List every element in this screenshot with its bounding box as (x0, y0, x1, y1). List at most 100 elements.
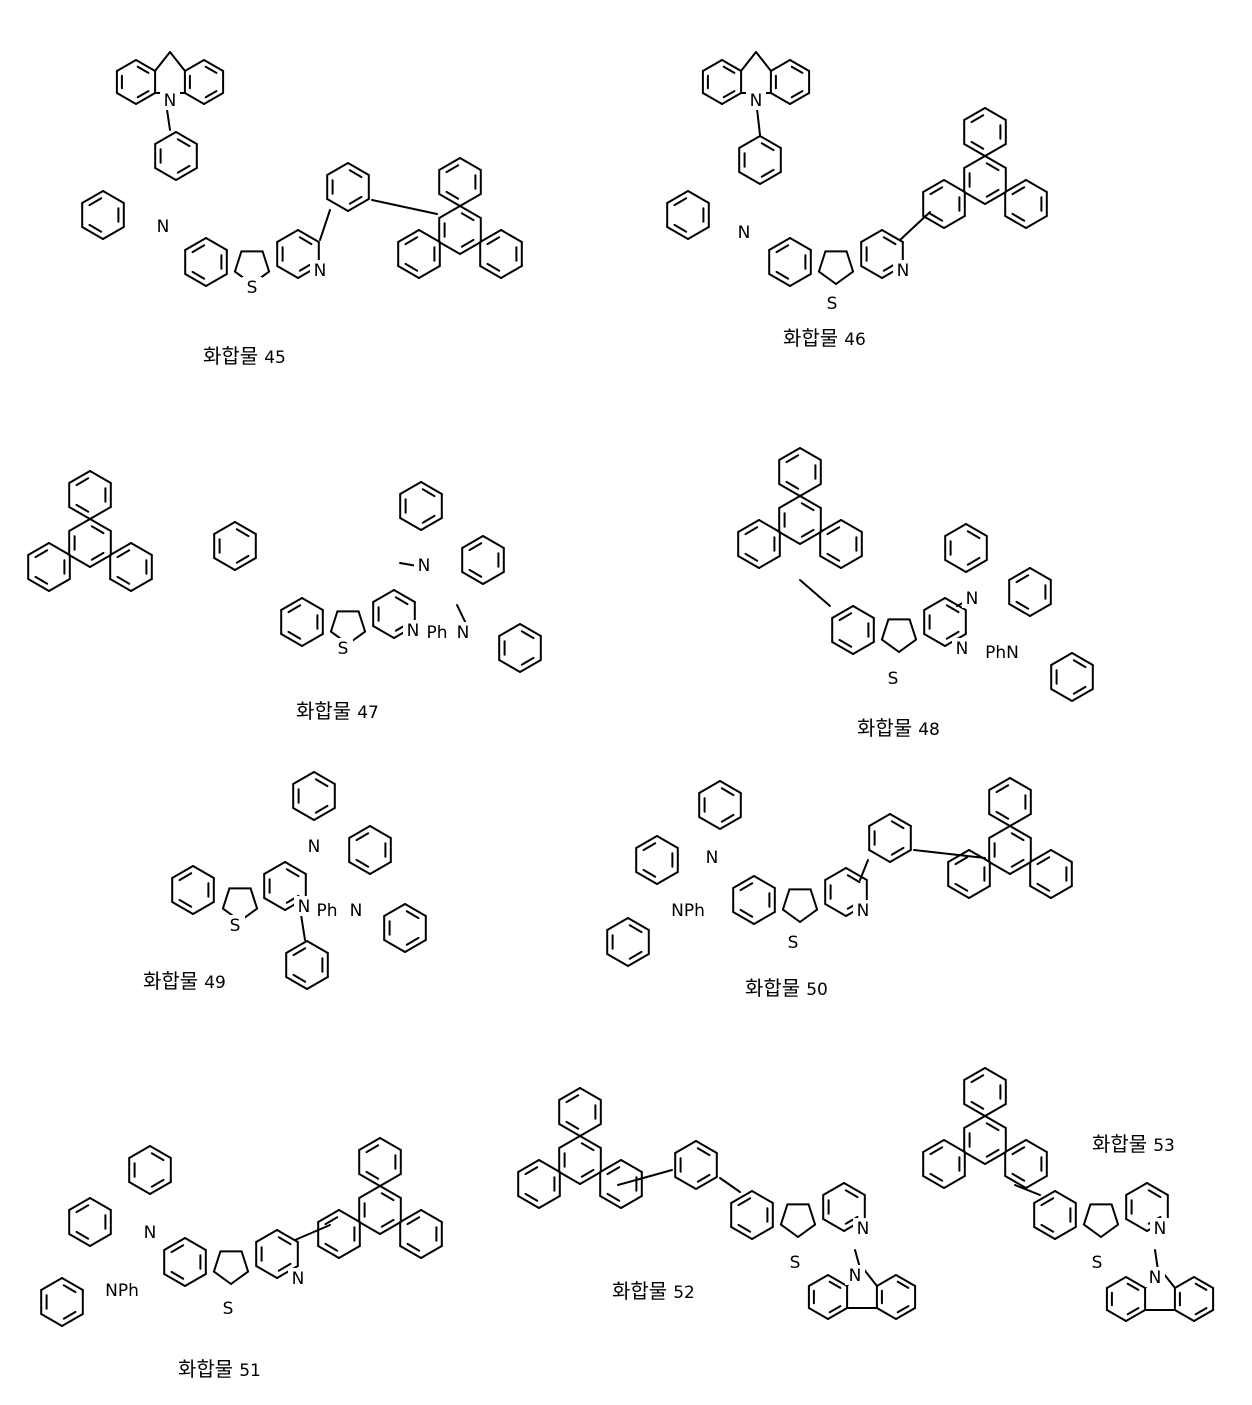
double-bond (77, 1205, 89, 1212)
double-bond (237, 529, 249, 536)
double-bond (1038, 857, 1050, 864)
double-bond (1074, 687, 1086, 694)
indolocarbazole-51 (129, 1182, 150, 1194)
carbazole-52 (877, 1275, 896, 1286)
carbazole-52 (896, 1308, 915, 1319)
double-bond (36, 577, 48, 584)
triphenylene-48 (759, 556, 780, 568)
compound-number: 47 (357, 703, 379, 723)
atom-n-47a: N (418, 556, 431, 576)
double-bond (787, 455, 799, 462)
indolocarbazole-50 (636, 872, 657, 884)
triphenylene-46 (964, 156, 985, 168)
double-bond (289, 632, 301, 639)
carbazole-45-top (204, 93, 223, 104)
indolocarbazole-48 (1051, 653, 1072, 665)
carbazole-52 (809, 1308, 828, 1319)
triphenylene-52 (559, 1124, 580, 1136)
core-53 (1055, 1227, 1076, 1239)
indolocarbazole-50 (607, 918, 628, 930)
indolocarbazole-51 (69, 1198, 90, 1210)
atom-ph-47: Ph (426, 623, 447, 643)
atom-n-47c: N (457, 623, 470, 643)
double-bond (724, 91, 735, 97)
triphenylene-48 (820, 520, 841, 532)
double-bond (64, 1312, 76, 1319)
benzothiophene-49 (172, 866, 193, 878)
carbazole-52 (828, 1308, 847, 1319)
ring-46 (739, 136, 760, 148)
double-bond (762, 170, 774, 177)
core-48 (832, 606, 853, 618)
triphenylene-53 (1026, 1176, 1047, 1188)
core-52 (823, 1183, 844, 1195)
atom-n-53a: N (1154, 1219, 1167, 1239)
pyridine-49 (285, 862, 306, 874)
indolocarbazole-50 (628, 918, 649, 930)
indolocarbazole-49 (384, 904, 405, 916)
triphenylene-50 (948, 886, 969, 898)
double-bond (367, 1172, 379, 1179)
indolocarbazole-51 (90, 1234, 111, 1246)
triphenylene-46 (985, 192, 1006, 204)
triphenylene-46 (1005, 216, 1026, 228)
indolocarbazole-51 (62, 1314, 83, 1326)
double-bond (762, 143, 774, 150)
double-bond (77, 478, 89, 485)
double-bond (522, 658, 534, 665)
triphenylene-45 (480, 230, 501, 242)
triphenylene-46 (1026, 216, 1047, 228)
triphenylene-52 (518, 1196, 539, 1208)
atom-s-49: S (230, 916, 241, 936)
triphenylene-50 (989, 826, 1010, 838)
core-53 (1126, 1219, 1147, 1231)
triphenylene-50 (969, 886, 990, 898)
double-bond (828, 554, 840, 561)
double-bond (802, 530, 814, 537)
core-52 (752, 1191, 773, 1203)
double-bond (997, 812, 1009, 819)
carbazole-53 (1175, 1310, 1194, 1321)
double-bond (193, 272, 205, 279)
atom-n-51b: N (292, 1269, 305, 1289)
carbazole-52 (877, 1308, 896, 1319)
indolocarbazole-47 (462, 572, 483, 584)
triphenylene-53 (1005, 1140, 1026, 1152)
double-bond (1128, 1308, 1139, 1314)
atom-n-45b: N (157, 217, 170, 237)
atom-nph-51: NPh (105, 1281, 139, 1301)
double-bond (407, 938, 419, 945)
triphenylene-47 (110, 543, 131, 555)
double-bond (739, 1225, 751, 1232)
phenyl-47 (235, 522, 256, 534)
double-bond (382, 1193, 394, 1200)
indolocarbazole-48 (945, 560, 966, 572)
atom-n-48b: N (956, 639, 969, 659)
double-bond (357, 860, 369, 867)
double-bond (644, 870, 656, 877)
carbazole-46-top (790, 93, 809, 104)
core-45 (263, 251, 270, 271)
triphenylene-46 (923, 180, 944, 192)
triphenylene-50 (1030, 886, 1051, 898)
core-53 (1084, 1225, 1101, 1237)
carbazole-53 (1194, 1310, 1213, 1321)
carbazole-45-top (136, 60, 155, 71)
core-48 (882, 640, 899, 652)
triphenylene-51 (421, 1210, 442, 1222)
double-bond (931, 1147, 943, 1154)
triphenylene-46 (985, 156, 1006, 168)
carbazole-53 (1175, 1277, 1194, 1288)
indolocarbazole-49 (370, 862, 391, 874)
compound-number: 48 (918, 720, 940, 740)
core-47 (394, 590, 415, 602)
triphenylene-50 (1051, 886, 1072, 898)
triphenylene-53 (985, 1152, 1006, 1164)
triphenylene-48 (841, 520, 862, 532)
double-bond (526, 1194, 538, 1201)
triphenylene-47 (90, 471, 111, 483)
indolocarbazole-48 (966, 524, 987, 536)
carbazole-46-top (790, 60, 809, 71)
phenyl-52 (675, 1141, 696, 1153)
double-bond (1042, 1225, 1054, 1232)
